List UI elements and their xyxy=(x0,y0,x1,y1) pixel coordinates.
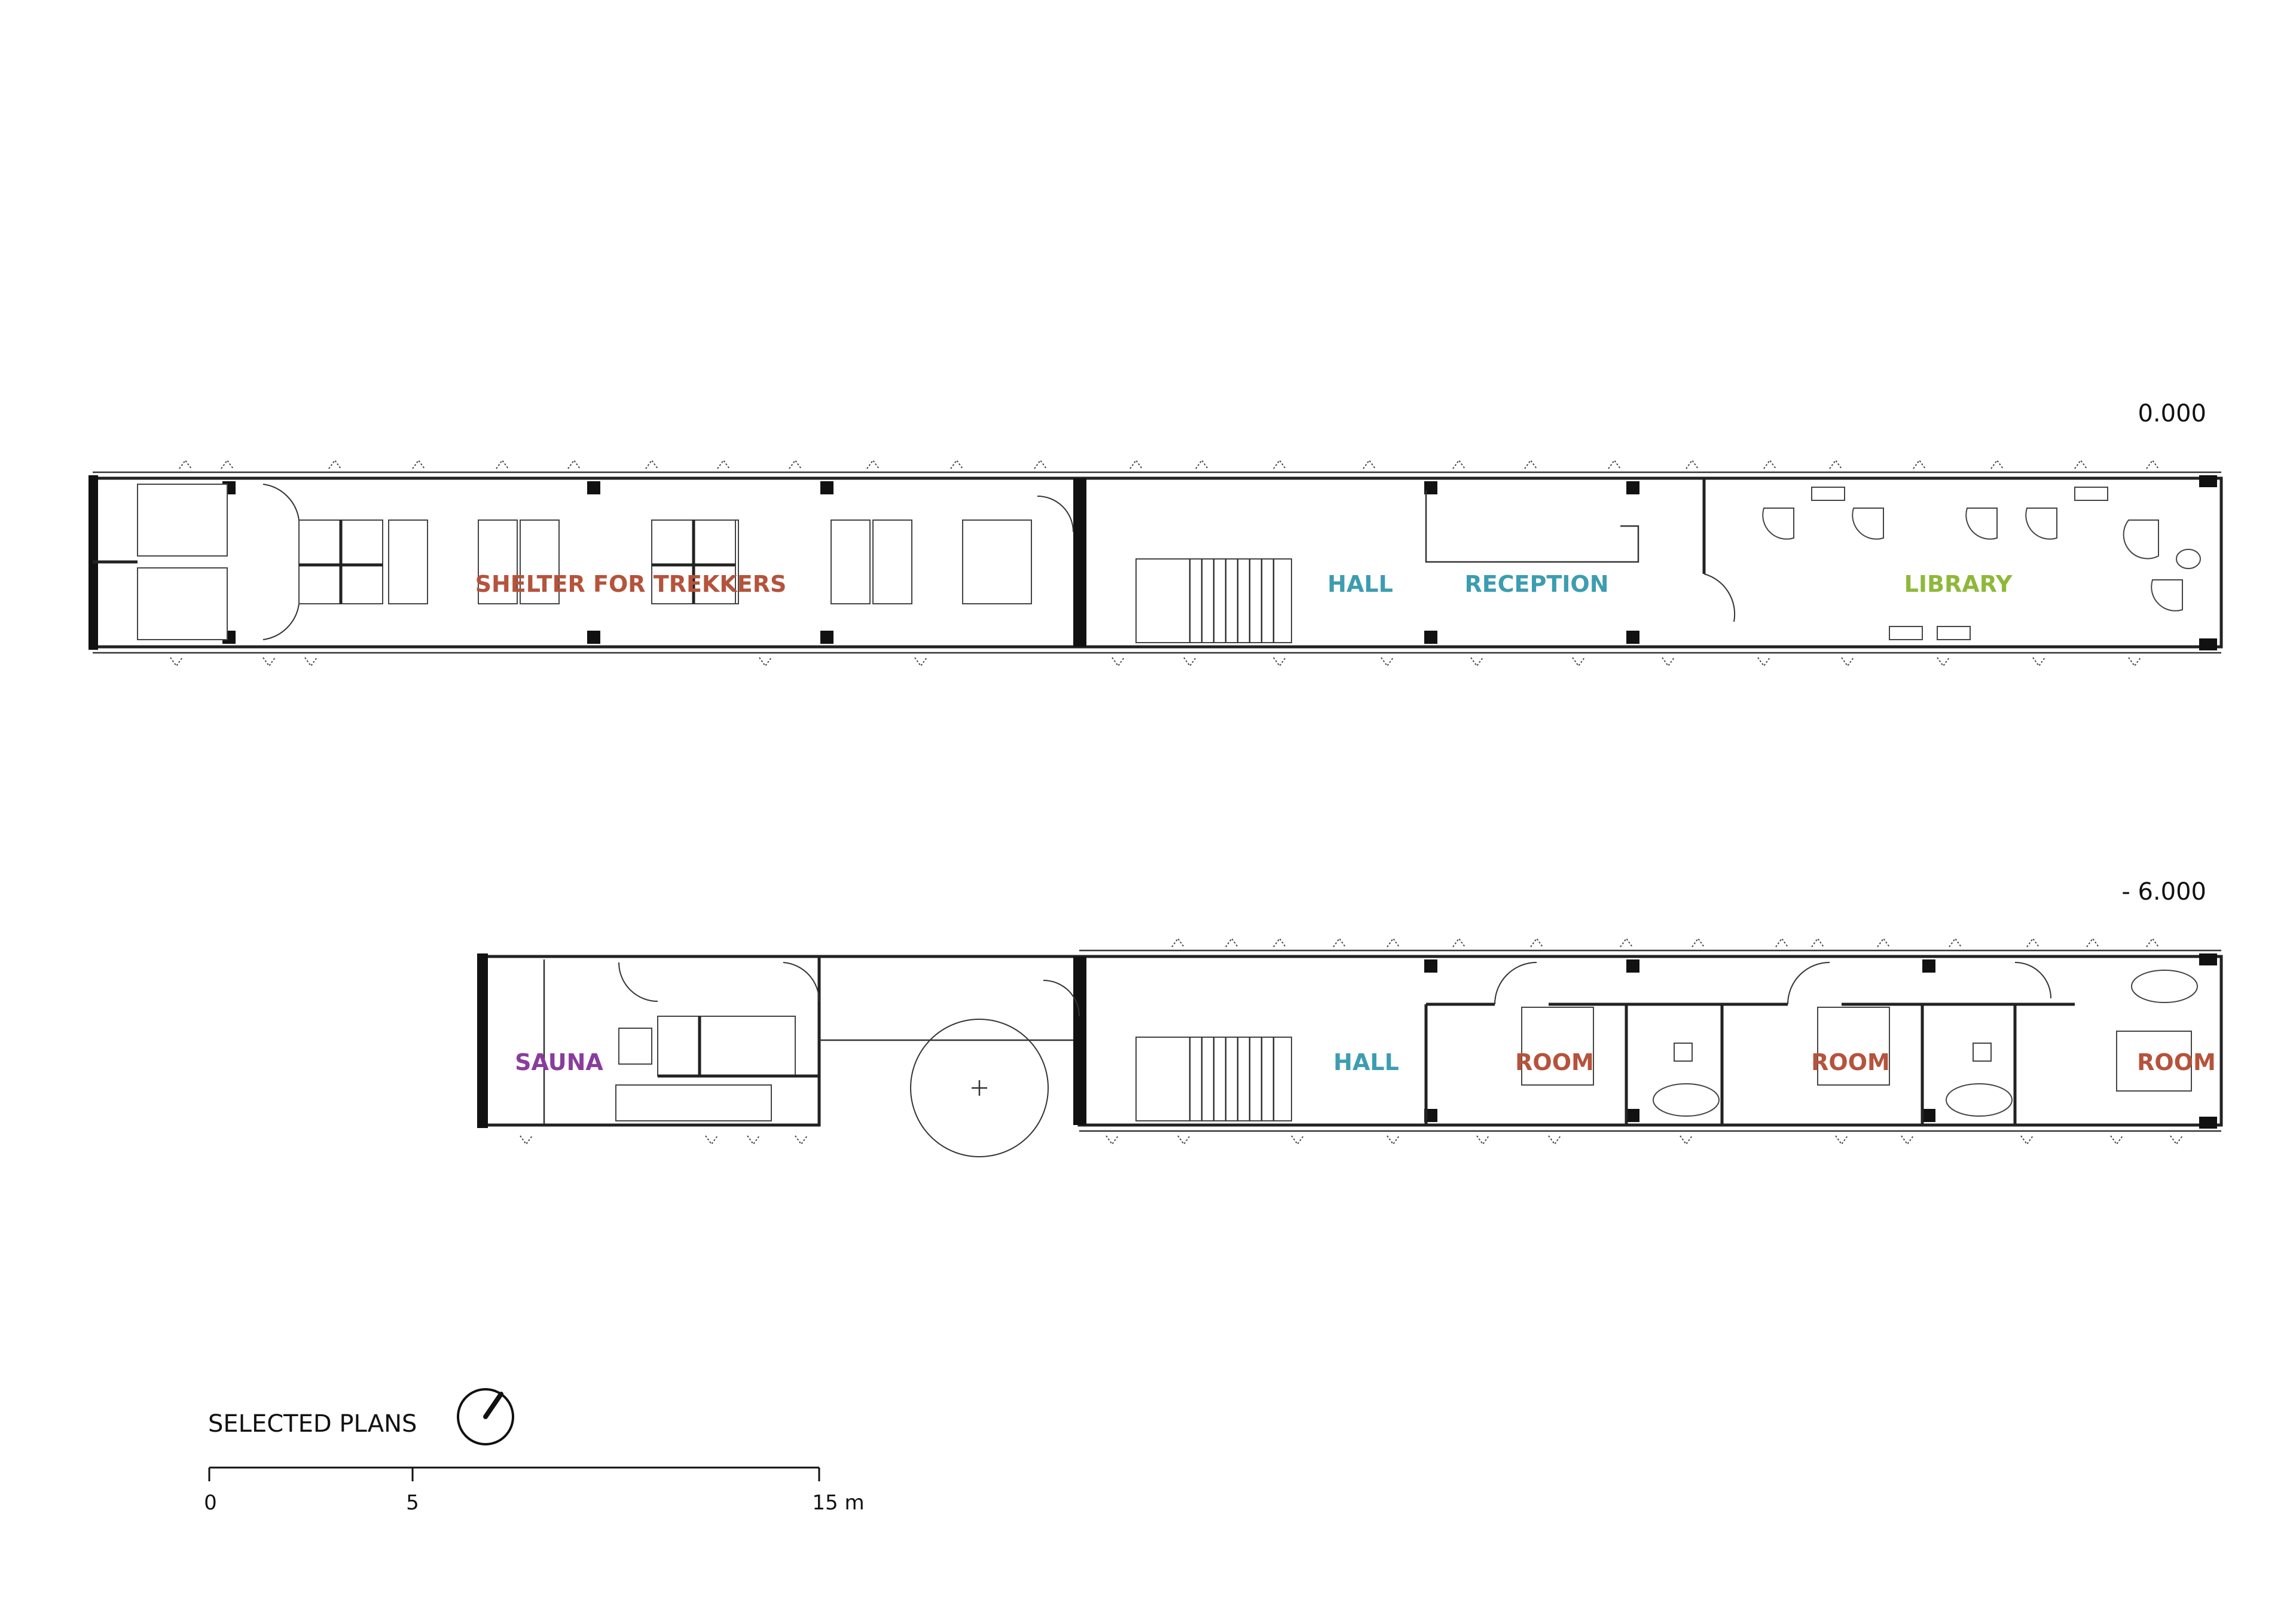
room-label-sauna: SAUNA xyxy=(515,1049,603,1075)
room-label-reception: RECEPTION xyxy=(1464,571,1608,597)
lower-floor-plan: - 6.000 xyxy=(477,878,2223,1157)
scale-tick-15: 15 m xyxy=(812,1491,864,1515)
scale-tick-0: 0 xyxy=(204,1491,217,1515)
room-label-shelter-for-trekkers: SHELTER FOR TREKKERS xyxy=(475,571,787,597)
scale-tick-5: 5 xyxy=(406,1491,419,1515)
north-arrow-icon xyxy=(457,1388,514,1445)
room-label-library: LIBRARY xyxy=(1904,571,2013,597)
scale-bar xyxy=(208,1466,820,1481)
upper-elevation-label: 0.000 xyxy=(2138,400,2206,427)
legend: SELECTED PLANS 0 5 15 m xyxy=(204,1388,865,1515)
room-label-room-3: ROOM xyxy=(2137,1049,2216,1075)
room-label-room-1: ROOM xyxy=(1515,1049,1594,1075)
room-label-hall-lower: HALL xyxy=(1333,1049,1399,1075)
legend-title: SELECTED PLANS xyxy=(208,1410,417,1438)
lower-elevation-label: - 6.000 xyxy=(2121,878,2206,906)
upper-floor-plan: 0.000 xyxy=(88,400,2223,654)
room-label-room-2: ROOM xyxy=(1811,1049,1890,1075)
room-label-hall-upper: HALL xyxy=(1327,571,1393,597)
